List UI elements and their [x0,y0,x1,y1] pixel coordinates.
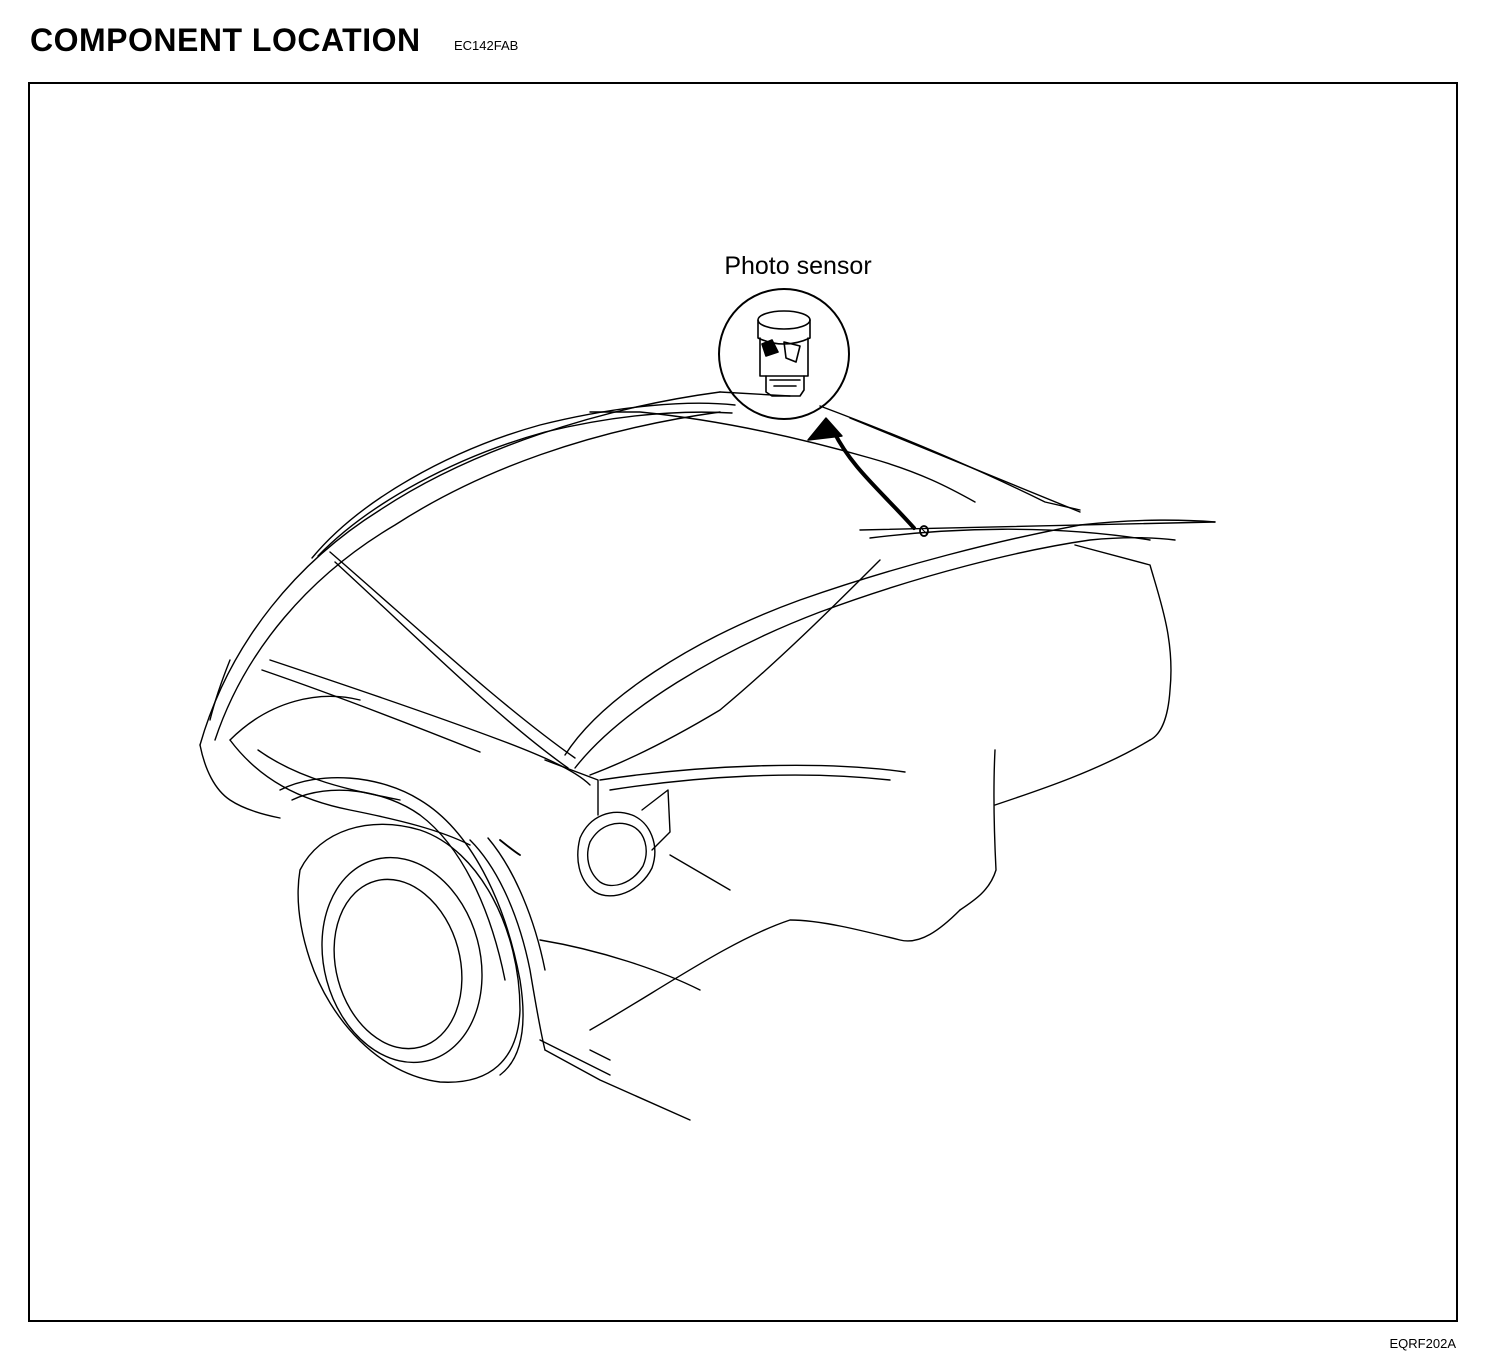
figure-code: EQRF202A [1389,1336,1456,1351]
photo-sensor-callout [718,288,850,420]
photo-sensor-marker [919,525,929,537]
diagram-frame [28,82,1458,1322]
section-code: EC142FAB [454,38,519,53]
photo-sensor-icon [757,310,811,397]
vehicle-outline [199,391,1216,1121]
callout-arrow [807,417,916,530]
page-title: COMPONENT LOCATION [30,22,421,58]
photo-sensor-label: Photo sensor [724,252,871,280]
